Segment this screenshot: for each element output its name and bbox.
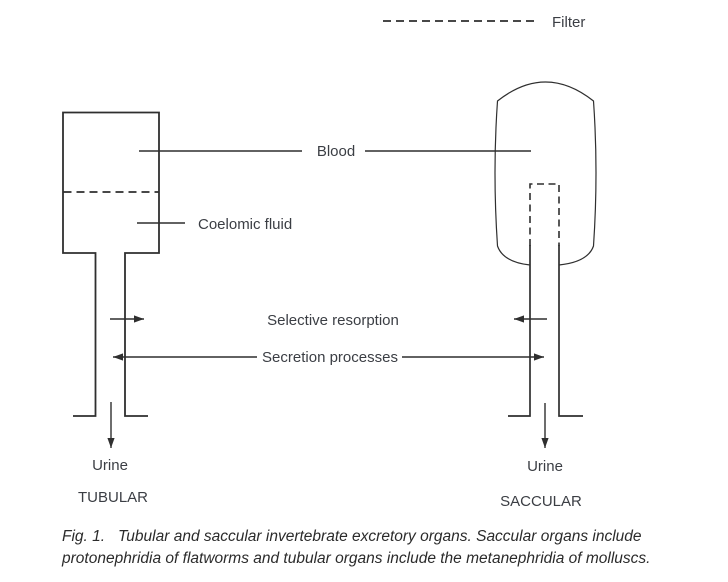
figure-caption-line1: Fig. 1. Tubular and saccular invertebrat…: [62, 528, 642, 545]
legend-filter-label: Filter: [552, 14, 585, 31]
saccular-label: SACCULAR: [500, 493, 582, 510]
saccular-filter-dashed-tube: [529, 183, 560, 246]
tubular-organ-outline: [62, 111, 160, 417]
urine-label-right: Urine: [527, 458, 563, 475]
saccular-duct-left-wall: [508, 245, 531, 417]
secretion-processes-label: Secretion processes: [262, 349, 398, 366]
saccular-organ-outline: [494, 81, 597, 266]
tubular-label: TUBULAR: [78, 489, 148, 506]
figure-caption: Fig. 1. Tubular and saccular invertebrat…: [62, 526, 724, 570]
coelomic-fluid-label: Coelomic fluid: [198, 216, 292, 233]
selective-resorption-label: Selective resorption: [267, 312, 399, 329]
saccular-duct-right-wall: [558, 245, 583, 417]
urine-label-left: Urine: [92, 457, 128, 474]
blood-label: Blood: [317, 143, 355, 160]
figure-caption-line2: protonephridia of flatworms and tubular …: [62, 550, 651, 567]
